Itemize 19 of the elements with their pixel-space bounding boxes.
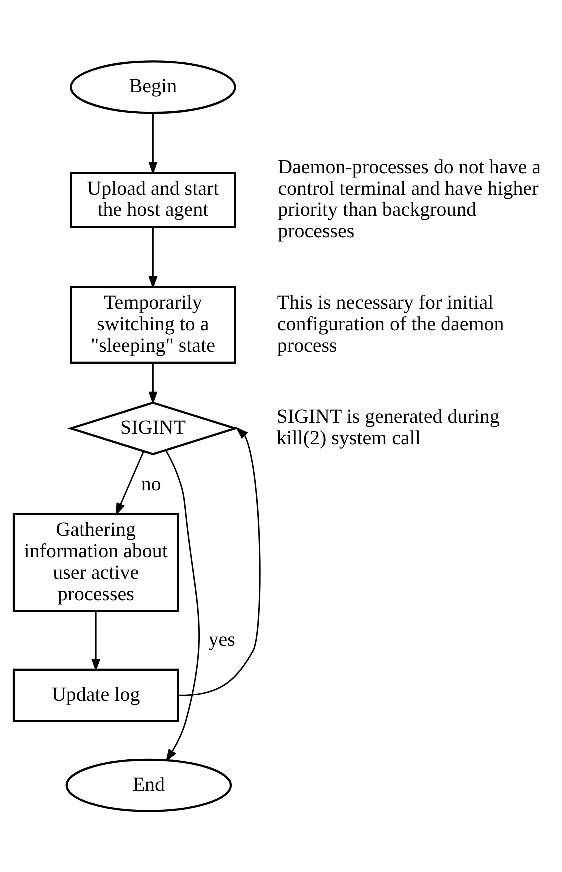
arrow	[178, 426, 261, 696]
edge-label: yes	[208, 628, 236, 650]
arrow	[148, 362, 158, 404]
node-ellipse: End	[66, 758, 232, 812]
arrow	[148, 112, 158, 175]
node-box: Temporarily switching to a "sleeping" state	[70, 286, 236, 364]
node-box: Gathering information about user active processes	[12, 512, 180, 612]
node-box: Update log	[12, 668, 180, 722]
node-label: Daemon-processes do not have a control terminal and have higher priority than background processes	[278, 156, 541, 242]
arrow	[166, 450, 200, 762]
node-label: SIGINT is generated during kill(2) system call	[276, 406, 500, 450]
node-box: Upload and start the host agent	[70, 172, 236, 228]
arrow	[92, 611, 101, 672]
node-ellipse: Begin	[70, 60, 236, 114]
node-label: This is necessary for initial configuration of the daemon process	[277, 292, 504, 356]
arrow	[116, 450, 144, 516]
edge-label: no	[141, 472, 162, 495]
arrow	[148, 227, 158, 289]
node-diamond: SIGINT	[68, 401, 239, 455]
